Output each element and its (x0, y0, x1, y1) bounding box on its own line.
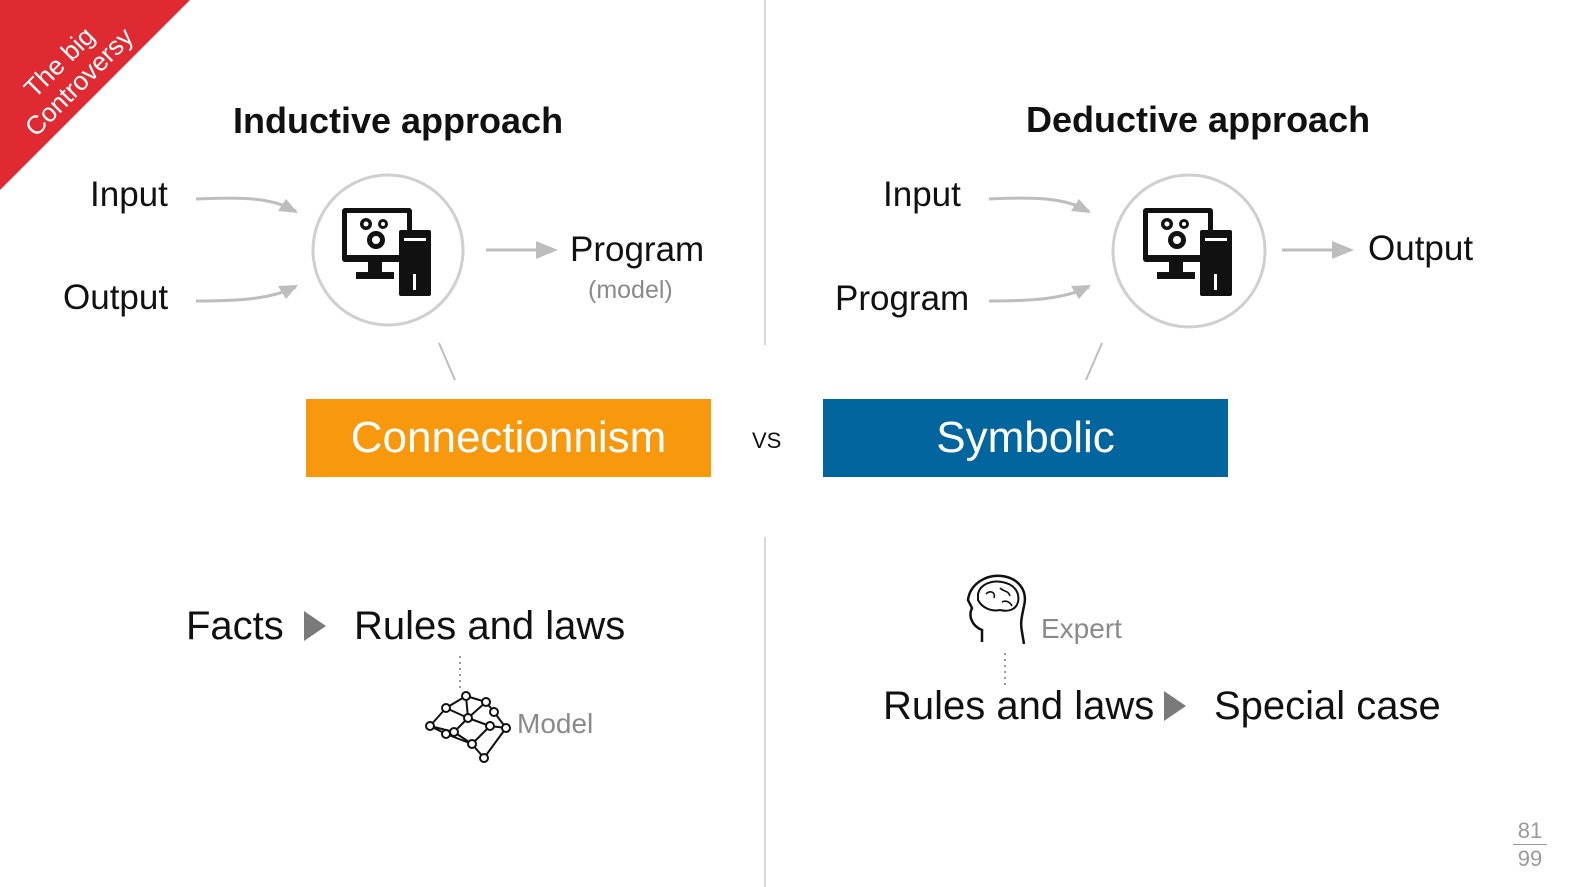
right-program-label: Program (835, 279, 970, 318)
connectionnism-label: Connectionnism (350, 413, 667, 462)
gear-icon (1161, 218, 1189, 249)
page-total: 99 (1517, 846, 1543, 871)
page-number-rule (1513, 844, 1547, 845)
right-result-arrow (1282, 241, 1354, 259)
right-dotted-connector (1004, 653, 1006, 685)
center-divider-top (764, 0, 766, 345)
left-connector-line (438, 342, 456, 381)
gear-icon (360, 218, 388, 249)
left-facts-label: Facts (186, 604, 284, 648)
left-result-arrow (486, 241, 558, 259)
symbolic-label: Symbolic (936, 413, 1115, 462)
versus-label: VS (752, 428, 782, 453)
left-input-arrows (195, 196, 298, 303)
special-case-label: Special case (1214, 684, 1441, 728)
left-result-label: Program (570, 230, 705, 269)
left-computer-circle (311, 173, 465, 327)
expert-caption: Expert (1041, 613, 1122, 644)
right-computer-circle (1111, 173, 1267, 329)
inductive-title: Inductive approach (233, 100, 564, 141)
right-rules-label: Rules and laws (883, 684, 1155, 728)
deductive-title: Deductive approach (1026, 99, 1371, 140)
right-input-arrows (988, 196, 1091, 303)
left-output-label: Output (63, 278, 169, 317)
left-input-label: Input (90, 175, 168, 214)
neural-network-icon (425, 691, 511, 763)
right-input-label: Input (883, 175, 961, 214)
page-current: 81 (1517, 818, 1543, 843)
center-divider-bottom (764, 537, 766, 887)
left-result-note: (model) (588, 276, 673, 304)
symbolic-box: Symbolic (823, 399, 1228, 477)
brain-head-icon (966, 574, 1027, 645)
left-rules-label: Rules and laws (354, 604, 626, 648)
right-connector-line (1085, 342, 1103, 381)
right-result-label: Output (1368, 229, 1474, 268)
left-dotted-connector (459, 656, 461, 688)
play-arrow-icon (304, 611, 326, 641)
play-arrow-icon (1164, 691, 1186, 721)
model-caption: Model (517, 708, 594, 739)
connectionnism-box: Connectionnism (306, 399, 711, 477)
